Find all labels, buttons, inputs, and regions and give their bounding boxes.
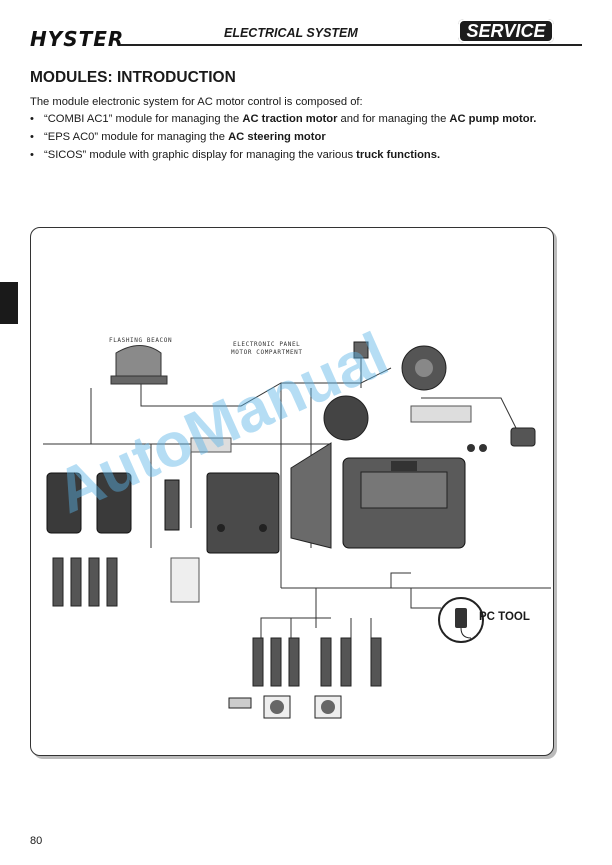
- motor-compartment-label: MOTOR COMPARTMENT: [231, 349, 303, 356]
- chapter-tab: [0, 282, 18, 324]
- header-title: ELECTRICAL SYSTEM: [224, 26, 358, 40]
- intro-text: The module electronic system for AC moto…: [30, 96, 363, 108]
- bullet-text: and for managing the: [337, 113, 450, 125]
- pc-tool-label: PC TOOL: [479, 611, 530, 623]
- motor-icon: [228, 695, 342, 719]
- eps-ac0-module: [206, 472, 280, 554]
- right-connector: [467, 427, 536, 452]
- flashing-beacon-label: FLASHING BEACON: [109, 337, 172, 344]
- bullet-bold: AC pump motor.: [449, 113, 537, 125]
- electronic-panel: [290, 395, 369, 549]
- electronic-panel-label: ELECTRONIC PANEL: [233, 341, 300, 348]
- sensor-group: [52, 557, 382, 687]
- bullet-bold: truck functions.: [356, 149, 441, 161]
- horn-icon: [401, 345, 447, 391]
- list-item: • “EPS AC0” module for managing the AC s…: [30, 131, 536, 149]
- wiring-diagram: FLASHING BEACON ELECTRONIC PANEL MOTOR C…: [30, 227, 554, 756]
- bullet-bold: AC traction motor: [242, 113, 338, 125]
- hyster-logo: HYSTER: [30, 27, 125, 51]
- section-title: MODULES: INTRODUCTION: [30, 69, 236, 86]
- wiring-diagram-svg: FLASHING BEACON ELECTRONIC PANEL MOTOR C…: [43, 337, 551, 719]
- flashing-beacon-icon: [110, 345, 168, 385]
- sicos-module: [342, 457, 466, 549]
- page-number: 80: [30, 835, 43, 847]
- connector-row: [170, 405, 472, 603]
- bullet-icon: •: [30, 113, 34, 125]
- list-item: • “SICOS” module with graphic display fo…: [30, 149, 536, 167]
- combi-ac1-module: [46, 472, 180, 534]
- bullet-text: “COMBI AC1” module for managing the: [44, 113, 243, 125]
- bullet-text: “EPS AC0” module for managing the: [44, 131, 229, 143]
- pc-tool-icon: [438, 597, 484, 643]
- bullet-text: “SICOS” module with graphic display for …: [44, 149, 357, 161]
- list-item: • “COMBI AC1” module for managing the AC…: [30, 113, 536, 131]
- header-rule: [120, 44, 582, 46]
- service-badge: SERVICE: [458, 19, 554, 43]
- bullet-icon: •: [30, 149, 34, 161]
- bullet-bold: AC steering motor: [228, 131, 326, 143]
- module-list: • “COMBI AC1” module for managing the AC…: [30, 113, 536, 167]
- page-header: HYSTER ELECTRICAL SYSTEM SERVICE: [0, 0, 612, 60]
- harness-lines: [43, 358, 551, 648]
- relay-icon: [353, 341, 369, 359]
- bullet-icon: •: [30, 131, 34, 143]
